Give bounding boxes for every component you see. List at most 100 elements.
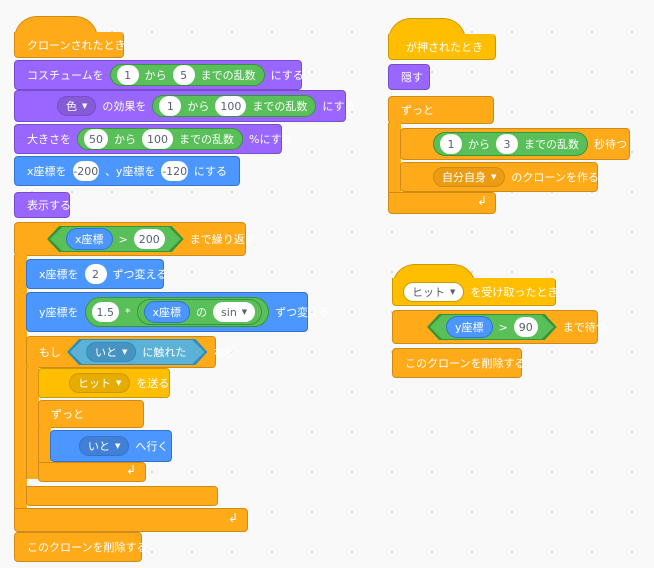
dropdown-caret-icon: ▼	[241, 308, 248, 316]
forever-arm	[388, 123, 401, 193]
if-block[interactable]: もし いと▼ に触れた なら	[26, 336, 235, 368]
multiply-reporter[interactable]: 1.5 * x座標 の sin▼	[84, 297, 270, 327]
label: y座標を	[39, 306, 79, 319]
label: %にする	[249, 133, 293, 146]
when-receive-hat[interactable]: ヒット▼ を受け取ったとき	[392, 278, 558, 306]
dropdown-value: ヒット	[412, 285, 445, 299]
label: まで待つ	[562, 321, 607, 334]
dropdown-value: 自分自身	[442, 171, 486, 184]
label: 秒待つ	[594, 138, 627, 151]
repeat-arrow-icon: ↲	[126, 463, 137, 477]
dropdown-value: sin	[221, 305, 237, 319]
label: 表示する	[27, 199, 71, 212]
delete-clone-block[interactable]: このクローンを削除する	[14, 532, 147, 562]
wait-block[interactable]: 1 から 3 までの乱数 秒待つ	[400, 128, 630, 160]
when-flag-clicked-hat[interactable]: が押されたとき	[388, 34, 496, 60]
message-dropdown[interactable]: ヒット▼	[69, 373, 131, 393]
forever-block[interactable]: ずっと	[38, 400, 144, 428]
label: にする	[193, 165, 227, 178]
effect-dropdown[interactable]: 色▼	[57, 96, 97, 116]
when-cloned-hat[interactable]: クローンされたとき	[14, 32, 126, 58]
condition-hex[interactable]: y座標 > 90	[427, 314, 557, 340]
dropdown-caret-icon: ▼	[82, 102, 88, 110]
number-input[interactable]: 90	[514, 317, 538, 337]
y-input[interactable]: -120	[161, 161, 188, 181]
set-effect-block[interactable]: 色▼ の効果を 1 から 100 までの乱数 にする	[14, 90, 356, 122]
repeat-until-foot	[14, 508, 248, 532]
label: 、y座標を	[104, 165, 156, 178]
label: までの乱数	[252, 100, 308, 113]
hat-label: が押されたとき	[406, 40, 483, 54]
dropdown-value: 色	[66, 100, 77, 113]
create-clone-block[interactable]: 自分自身▼ のクローンを作る	[400, 162, 599, 192]
label: までの乱数	[179, 133, 234, 146]
set-size-block[interactable]: 大きさを 50 から 100 までの乱数 %にする	[14, 124, 293, 154]
reporter-label: y座標	[455, 321, 484, 334]
label: までの乱数	[524, 138, 579, 151]
label: コスチュームを	[27, 69, 104, 82]
go-to-xy-block[interactable]: x座標を -200 、y座標を -120 にする	[14, 156, 240, 186]
random-reporter[interactable]: 1 から 100 までの乱数	[152, 95, 317, 117]
object-dropdown[interactable]: いと ▼	[86, 342, 136, 362]
dropdown-value: いと	[88, 440, 110, 453]
number-input[interactable]: 2	[84, 264, 107, 284]
forever-block[interactable]: ずっと	[388, 96, 494, 124]
wait-until-block[interactable]: y座標 > 90 まで待つ	[392, 310, 607, 344]
go-to-block[interactable]: いと▼ へ行く	[50, 430, 172, 462]
change-y-block[interactable]: y座標を 1.5 * x座標 の sin▼ ずつ変える	[26, 292, 330, 332]
number-input[interactable]: 100	[215, 96, 247, 116]
delete-clone-block[interactable]: このクローンを削除する	[392, 348, 525, 378]
y-position-reporter[interactable]: y座標	[446, 316, 493, 338]
random-reporter[interactable]: 50 から 100 までの乱数	[77, 128, 243, 150]
x-input[interactable]: -200	[72, 161, 99, 181]
broadcast-block[interactable]: ヒット▼ を送る	[38, 368, 170, 398]
hat-label: クローンされたとき	[27, 38, 126, 52]
clone-target-dropdown[interactable]: 自分自身 ▼	[433, 167, 506, 187]
repeat-until-block[interactable]: x座標 > 200 まで繰り返す	[14, 222, 256, 256]
target-dropdown[interactable]: いと▼	[79, 436, 130, 456]
operator-symbol: *	[125, 305, 131, 319]
x-position-reporter[interactable]: x座標	[143, 301, 191, 323]
dropdown-value: いと	[95, 346, 117, 359]
show-block[interactable]: 表示する	[14, 192, 71, 218]
random-reporter[interactable]: 1 から 5 までの乱数	[109, 64, 265, 86]
if-arm	[26, 367, 39, 479]
function-dropdown[interactable]: sin ▼	[213, 302, 256, 322]
random-reporter[interactable]: 1 から 3 までの乱数	[433, 132, 588, 156]
label: ずつ変える	[275, 306, 330, 319]
dropdown-caret-icon: ▼	[491, 173, 497, 181]
number-input[interactable]: 1	[440, 134, 462, 154]
number-input[interactable]: 50	[84, 129, 108, 149]
repeat-arm	[14, 255, 27, 511]
number-input[interactable]: 3	[496, 134, 518, 154]
label: x座標を	[27, 165, 67, 178]
label: から	[144, 69, 167, 82]
label: もし	[39, 346, 61, 359]
operator-symbol: >	[118, 232, 128, 246]
dropdown-caret-icon: ▼	[122, 348, 128, 356]
x-position-reporter[interactable]: x座標	[66, 228, 113, 250]
label: 大きさを	[27, 133, 71, 146]
gt-operator: y座標 > 90	[430, 315, 554, 339]
label: から	[187, 100, 210, 113]
number-input[interactable]: 1.5	[91, 302, 120, 322]
condition-hex[interactable]: いと ▼ に触れた	[67, 339, 207, 365]
number-input[interactable]: 100	[142, 129, 173, 149]
label: に触れた	[142, 346, 187, 359]
number-input[interactable]: 200	[134, 229, 165, 249]
label: x座標を	[39, 268, 79, 281]
number-input[interactable]: 1	[159, 96, 182, 116]
math-function-reporter[interactable]: x座標 の sin▼	[136, 299, 263, 325]
label: このクローンを削除する	[27, 541, 148, 554]
label: まで繰り返す	[189, 233, 256, 246]
number-input[interactable]: 5	[172, 65, 195, 85]
message-dropdown[interactable]: ヒット▼	[403, 281, 465, 302]
hide-block[interactable]: 隠す	[388, 64, 430, 90]
condition-hex[interactable]: x座標 > 200	[47, 226, 184, 252]
label: から	[114, 133, 136, 146]
switch-costume-block[interactable]: コスチュームを 1 から 5 までの乱数 にする	[14, 60, 304, 90]
number-input[interactable]: 1	[116, 65, 139, 85]
change-x-block[interactable]: x座標を 2 ずつ変える	[26, 259, 167, 289]
forever-arm	[38, 427, 51, 463]
label: までの乱数	[200, 69, 256, 82]
